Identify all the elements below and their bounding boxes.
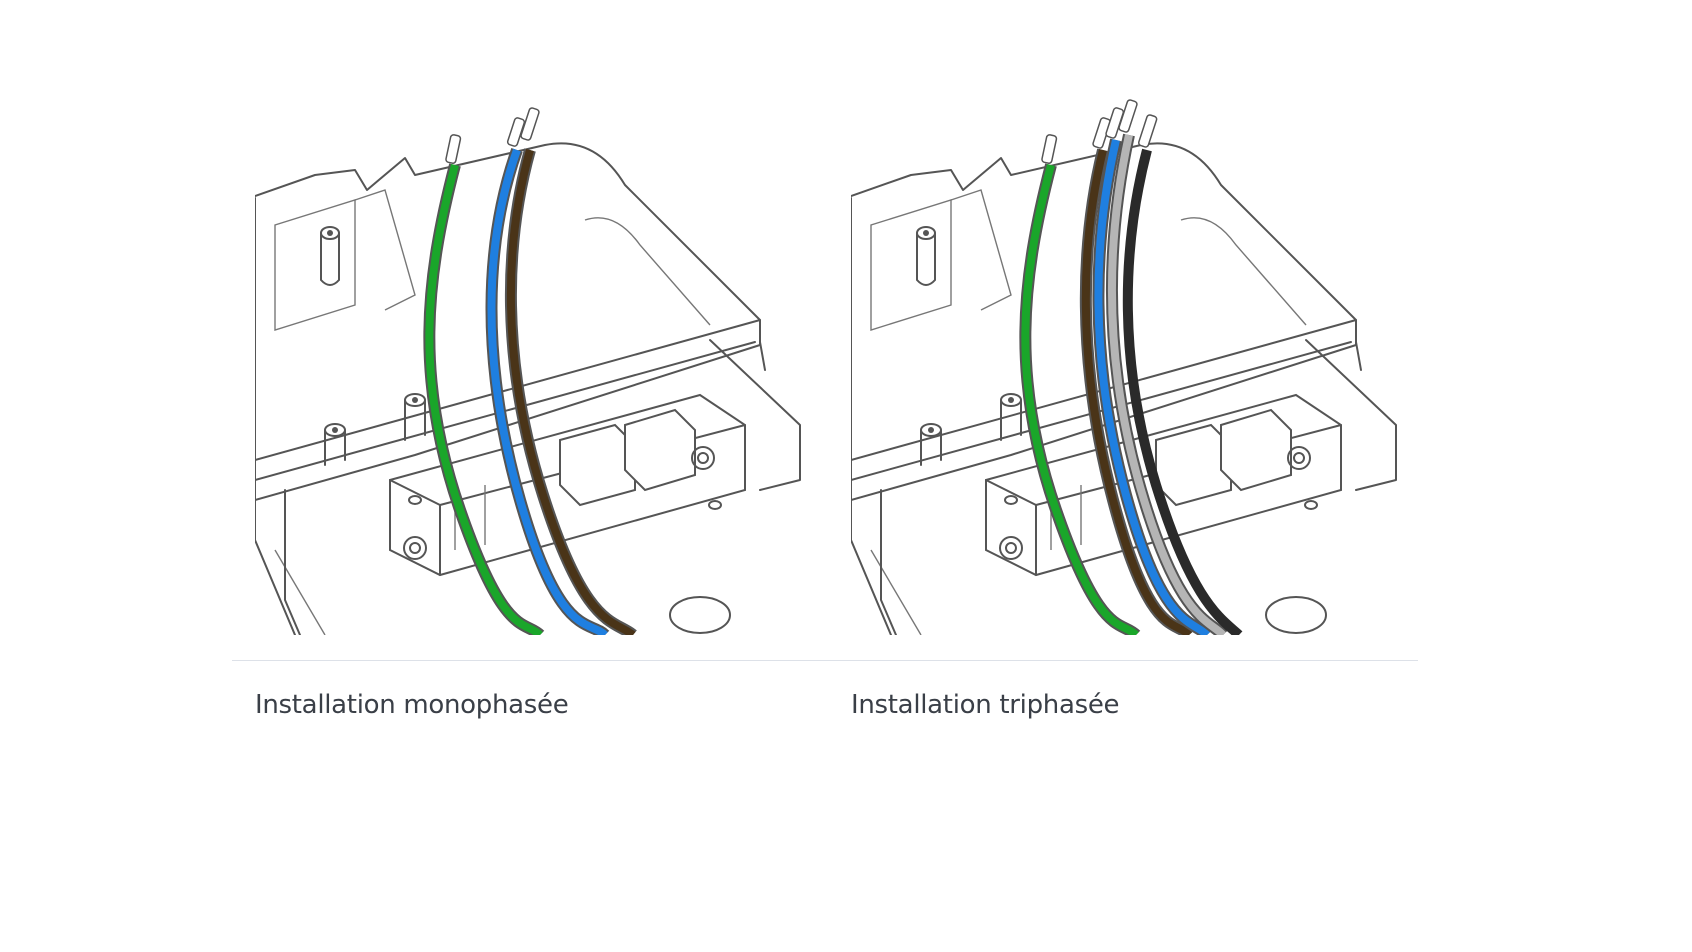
terminal-block (389, 393, 746, 634)
caption-three-phase: Installation triphasée (851, 690, 1120, 720)
single-phase-illustration (255, 107, 801, 635)
enclosure-outline (851, 142, 1397, 635)
enclosure-outline (255, 142, 801, 635)
single-phase-diagram (255, 80, 855, 650)
mounting-posts (320, 226, 426, 466)
mounting-posts (916, 226, 1022, 466)
neutral-wire (485, 147, 610, 635)
black-phase-wire (1122, 148, 1243, 635)
caption-single-phase: Installation monophasée (255, 690, 569, 720)
three-phase-illustration (851, 99, 1397, 635)
three-phase-diagram (851, 80, 1451, 650)
single-phase-wires (423, 107, 637, 635)
terminal-block (985, 393, 1342, 634)
three-phase-wires (1019, 99, 1243, 635)
divider-line (232, 660, 1418, 661)
